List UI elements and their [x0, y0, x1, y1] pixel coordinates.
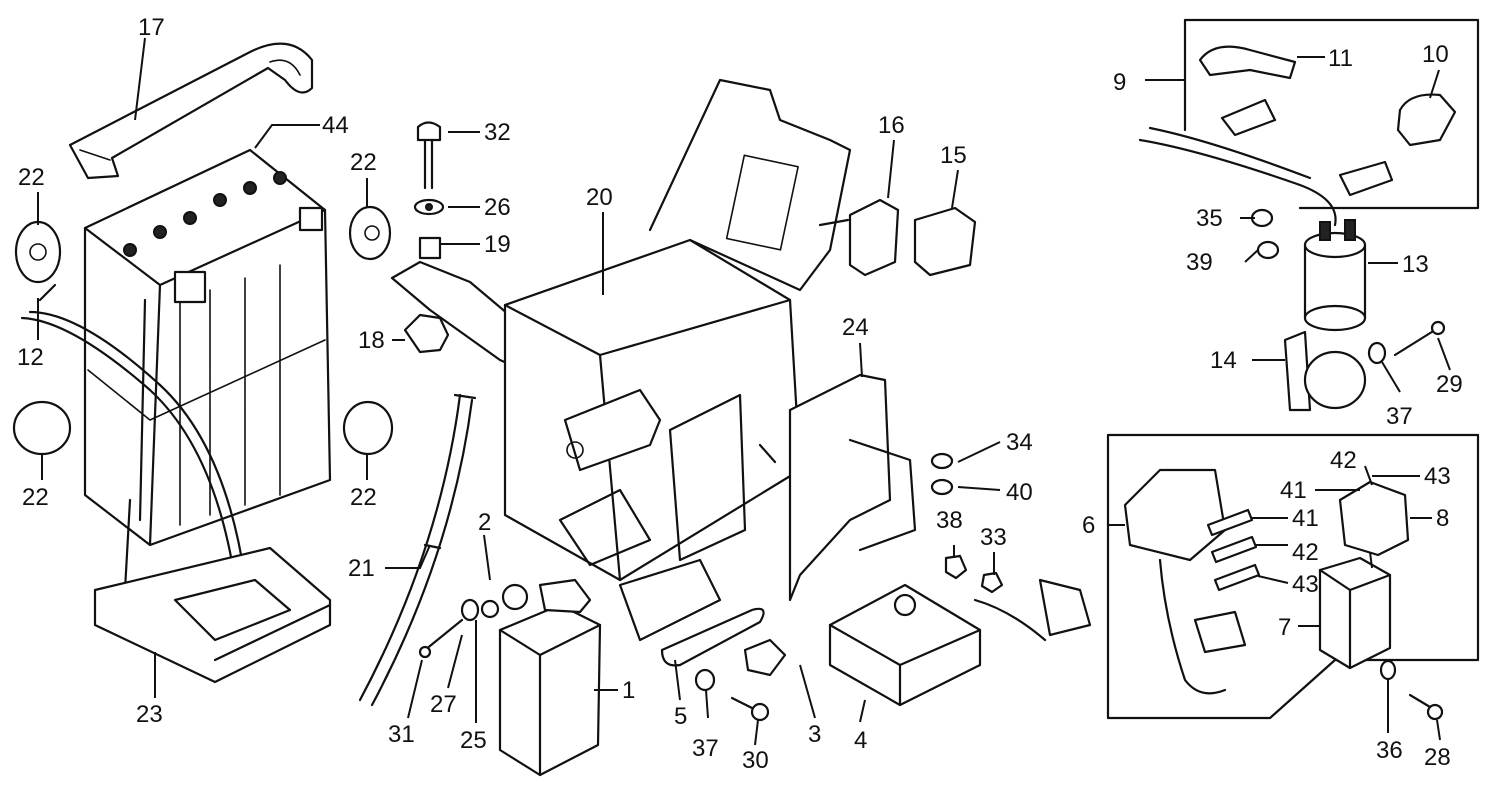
battery-tray-part [93, 546, 332, 684]
callout-22-top-left: 22 [18, 164, 45, 191]
callout-28: 28 [1424, 744, 1451, 771]
battery-pad-part [12, 205, 394, 456]
callout-20: 20 [586, 184, 613, 211]
callout-7: 7 [1278, 614, 1291, 641]
callout-22-top-right: 22 [350, 149, 377, 176]
battery-part [83, 148, 332, 547]
callout-41-mid: 41 [1292, 505, 1319, 532]
callout-9: 9 [1113, 69, 1126, 96]
callout-44: 44 [322, 112, 349, 139]
callout-6: 6 [1082, 512, 1095, 539]
callout-23: 23 [136, 701, 163, 728]
starter-solenoid-part [1250, 208, 1446, 412]
callout-labels: 17 44 22 22 12 22 22 23 32 26 19 18 20 1… [17, 14, 1463, 774]
grommet-nut-parts [758, 443, 1004, 594]
callout-33: 33 [980, 524, 1007, 551]
callout-4: 4 [854, 727, 867, 754]
callout-26: 26 [484, 194, 511, 221]
starter-relay-part [788, 373, 1092, 707]
callout-32: 32 [484, 119, 511, 146]
callout-38: 38 [936, 507, 963, 534]
callout-27: 27 [430, 691, 457, 718]
callout-43-mid: 43 [1292, 571, 1319, 598]
callout-12: 12 [17, 344, 44, 371]
callout-43-top: 43 [1424, 463, 1451, 490]
callout-25: 25 [460, 727, 487, 754]
callout-36: 36 [1376, 737, 1403, 764]
callout-24: 24 [842, 314, 869, 341]
callout-42-mid: 42 [1292, 539, 1319, 566]
callout-18: 18 [358, 327, 385, 354]
callout-2: 2 [478, 509, 491, 536]
callout-22-bottom-left: 22 [22, 484, 49, 511]
callout-29: 29 [1436, 371, 1463, 398]
callout-31: 31 [388, 721, 415, 748]
callout-14: 14 [1210, 347, 1237, 374]
callout-40: 40 [1006, 479, 1033, 506]
battery-box-part [503, 78, 852, 642]
callout-30: 30 [742, 747, 769, 774]
breather-tube-part [358, 393, 477, 707]
callout-5: 5 [674, 703, 687, 730]
callout-19: 19 [484, 231, 511, 258]
battery-strap-part [68, 42, 314, 180]
callout-11: 11 [1328, 45, 1353, 72]
fuse-holder-parts [660, 607, 787, 722]
callout-3: 3 [808, 721, 821, 748]
callout-15: 15 [940, 142, 967, 169]
callout-39: 39 [1186, 249, 1213, 276]
callout-1: 1 [622, 677, 635, 704]
leader-lines [37, 37, 1451, 746]
relay-parts [818, 198, 977, 277]
callout-13: 13 [1402, 251, 1429, 278]
callout-16: 16 [878, 112, 905, 139]
callout-10: 10 [1422, 41, 1449, 68]
callout-37-center: 37 [692, 735, 719, 762]
fuse-box-kit [1106, 433, 1480, 721]
callout-21: 21 [348, 555, 375, 582]
callout-37-right: 37 [1386, 403, 1413, 430]
callout-34: 34 [1006, 429, 1033, 456]
callout-17: 17 [138, 14, 165, 41]
callout-42-top: 42 [1330, 447, 1357, 474]
callout-41-top: 41 [1280, 477, 1307, 504]
harness-kit-box [1138, 18, 1480, 227]
callout-35: 35 [1196, 205, 1223, 232]
callout-8: 8 [1436, 505, 1449, 532]
callout-22-bottom-right: 22 [350, 484, 377, 511]
regulator-part [418, 578, 602, 777]
